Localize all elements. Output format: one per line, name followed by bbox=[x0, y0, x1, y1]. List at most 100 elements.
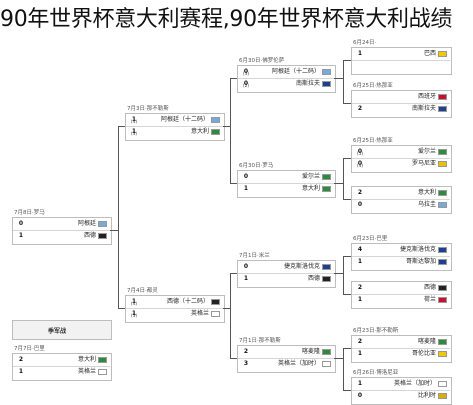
penalty-score: (5) bbox=[356, 152, 364, 157]
team-name: 西德 bbox=[83, 232, 96, 239]
team-row[interactable]: 1(3)意大利 bbox=[125, 127, 223, 137]
match-header: 6月25日·热那亚 bbox=[353, 83, 393, 89]
row-divider bbox=[352, 294, 450, 295]
team-row[interactable]: 0(2)南斯拉夫 bbox=[237, 79, 334, 89]
yugoslavia-flag-icon bbox=[438, 106, 447, 112]
team-row[interactable] bbox=[351, 61, 450, 71]
connector-line bbox=[342, 103, 351, 104]
czechoslovakia-flag-icon bbox=[438, 247, 447, 253]
match-box[interactable] bbox=[237, 260, 336, 288]
match-box[interactable] bbox=[12, 217, 112, 245]
match-box[interactable] bbox=[351, 243, 452, 271]
team-row[interactable]: 0(5)爱尔兰 bbox=[351, 147, 450, 157]
match-box[interactable] bbox=[125, 295, 225, 323]
netherlands-flag-icon bbox=[438, 297, 447, 303]
match-box[interactable] bbox=[351, 335, 452, 363]
penalty-score: (4) bbox=[356, 164, 364, 169]
team-row[interactable]: 1(4)西德（十二码） bbox=[125, 297, 223, 307]
row-divider bbox=[13, 230, 110, 231]
row-divider bbox=[352, 348, 450, 349]
match-box[interactable] bbox=[351, 186, 452, 214]
row-divider bbox=[352, 60, 450, 61]
team-score: 2 bbox=[357, 338, 363, 345]
connector-line bbox=[342, 256, 344, 295]
yugoslavia-flag-icon bbox=[322, 81, 331, 87]
connector-line bbox=[117, 126, 119, 309]
match-box[interactable] bbox=[237, 170, 336, 198]
connector-line bbox=[230, 273, 231, 359]
team-row[interactable]: 0 爱尔兰 bbox=[237, 172, 334, 182]
third-place-banner bbox=[12, 320, 112, 340]
match-box[interactable] bbox=[351, 281, 452, 309]
team-name: 西德（十二码） bbox=[166, 298, 209, 305]
team-score: 4 bbox=[357, 246, 363, 253]
match-box[interactable] bbox=[237, 345, 336, 373]
match-box[interactable] bbox=[12, 353, 112, 381]
team-name: 意大利 bbox=[301, 185, 320, 192]
team-score: 2 bbox=[357, 105, 363, 112]
team-score: 1 bbox=[243, 275, 249, 282]
connector-line bbox=[342, 256, 351, 257]
team-name: 英格兰（加时） bbox=[393, 380, 436, 387]
penalty-score: (4) bbox=[130, 302, 138, 307]
ireland-flag-icon bbox=[322, 174, 331, 180]
uruguay-flag-icon bbox=[438, 202, 447, 208]
match-header: 6月23日·巴里 bbox=[353, 236, 388, 242]
brazil-flag-icon bbox=[438, 51, 447, 57]
connector-line bbox=[117, 308, 125, 309]
team-row[interactable]: 西班牙 bbox=[351, 92, 450, 102]
team-score: 1 bbox=[357, 296, 363, 303]
team-name: 哥伦比亚 bbox=[411, 350, 436, 357]
penalty-score: (3) bbox=[242, 72, 250, 77]
team-row[interactable]: 1(4)阿根廷（十二码） bbox=[125, 115, 223, 125]
match-box[interactable] bbox=[125, 113, 225, 141]
argentina-flag-icon bbox=[211, 117, 220, 123]
connector-line bbox=[334, 273, 343, 274]
colombia-flag-icon bbox=[438, 351, 447, 357]
team-score: 1 bbox=[131, 128, 137, 135]
row-divider bbox=[352, 390, 450, 391]
team-name: 意大利 bbox=[77, 356, 96, 363]
team-score: 1 bbox=[18, 232, 24, 239]
match-box[interactable] bbox=[351, 47, 452, 75]
team-row[interactable]: 0(4)罗马尼亚 bbox=[351, 159, 450, 169]
argentina-flag-icon bbox=[322, 69, 331, 75]
match-header: 6月23日·那不勒斯 bbox=[353, 328, 399, 334]
team-row[interactable]: 0(3)阿根廷（十二码） bbox=[237, 67, 334, 77]
match-header: 7月7日·巴里 bbox=[14, 346, 45, 352]
team-name: 爱尔兰 bbox=[301, 173, 320, 180]
england-flag-icon bbox=[438, 381, 447, 387]
match-header: 6月30日·罗马 bbox=[239, 163, 274, 169]
penalty-score: (2) bbox=[242, 84, 250, 89]
team-score: 0 bbox=[243, 173, 249, 180]
team-score: 1 bbox=[357, 50, 363, 57]
match-box[interactable] bbox=[351, 90, 452, 118]
match-box[interactable] bbox=[351, 145, 452, 173]
match-header: 7月1日·那不勒斯 bbox=[239, 338, 281, 344]
team-row[interactable]: 1 西德 bbox=[12, 231, 110, 241]
match-box[interactable] bbox=[237, 65, 336, 93]
team-row[interactable]: 1(3)英格兰 bbox=[125, 309, 223, 319]
team-score: 0 bbox=[18, 220, 24, 227]
team-score: 1 bbox=[18, 368, 24, 375]
